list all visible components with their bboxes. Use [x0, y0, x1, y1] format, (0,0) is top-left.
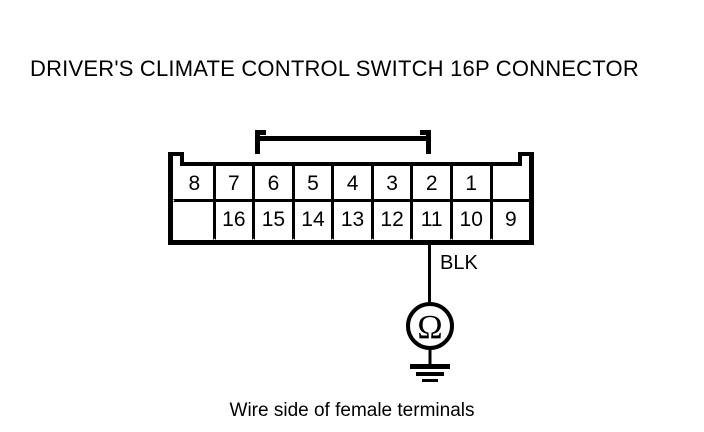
shell-right-wall [529, 162, 534, 245]
terminal-cell-blank [489, 164, 533, 202]
terminal-cell-16: 16 [212, 199, 256, 240]
shell-left-wall [168, 162, 173, 245]
terminal-cell-10: 10 [449, 199, 493, 240]
terminal-cell-6: 6 [252, 164, 295, 202]
shell-top-rail [180, 162, 522, 166]
page-title: DRIVER'S CLIMATE CONTROL SWITCH 16P CONN… [30, 56, 639, 81]
ground-omega-icon: Ω [402, 300, 458, 382]
latch-post-right [426, 130, 431, 154]
terminal-cell-2: 2 [410, 164, 453, 202]
terminal-cell-11: 11 [410, 199, 453, 240]
terminal-cell-14: 14 [291, 199, 335, 240]
latch-cap-left [255, 130, 266, 135]
ground-wire [428, 243, 431, 305]
terminal-cell-5: 5 [291, 164, 335, 202]
terminal-cell-15: 15 [252, 199, 295, 240]
shell-notch-left-vertical [168, 152, 173, 164]
terminal-cell-8: 8 [173, 164, 216, 202]
shell-bottom-wall [168, 240, 534, 245]
shell-notch-left-horizontal [168, 152, 184, 156]
shell-notch-right-horizontal [518, 152, 534, 156]
terminal-cell-blank [173, 199, 216, 240]
terminal-cell-1: 1 [449, 164, 493, 202]
terminal-cell-4: 4 [331, 164, 374, 202]
latch-cap-right [420, 130, 431, 135]
latch-post-left [255, 130, 260, 154]
svg-text:Ω: Ω [417, 309, 442, 346]
shell-notch-right-drop [518, 152, 522, 164]
terminal-cell-9: 9 [489, 199, 533, 240]
terminal-cell-7: 7 [212, 164, 256, 202]
figure-caption: Wire side of female terminals [229, 400, 475, 421]
terminal-cell-3: 3 [370, 164, 414, 202]
latch-bar [255, 136, 431, 141]
shell-notch-left-drop [180, 152, 184, 164]
terminal-cell-12: 12 [370, 199, 414, 240]
terminal-cell-13: 13 [331, 199, 374, 240]
connector-latch [255, 130, 431, 154]
wire-color-label: BLK [440, 252, 478, 274]
shell-notch-right-vertical [529, 152, 534, 164]
